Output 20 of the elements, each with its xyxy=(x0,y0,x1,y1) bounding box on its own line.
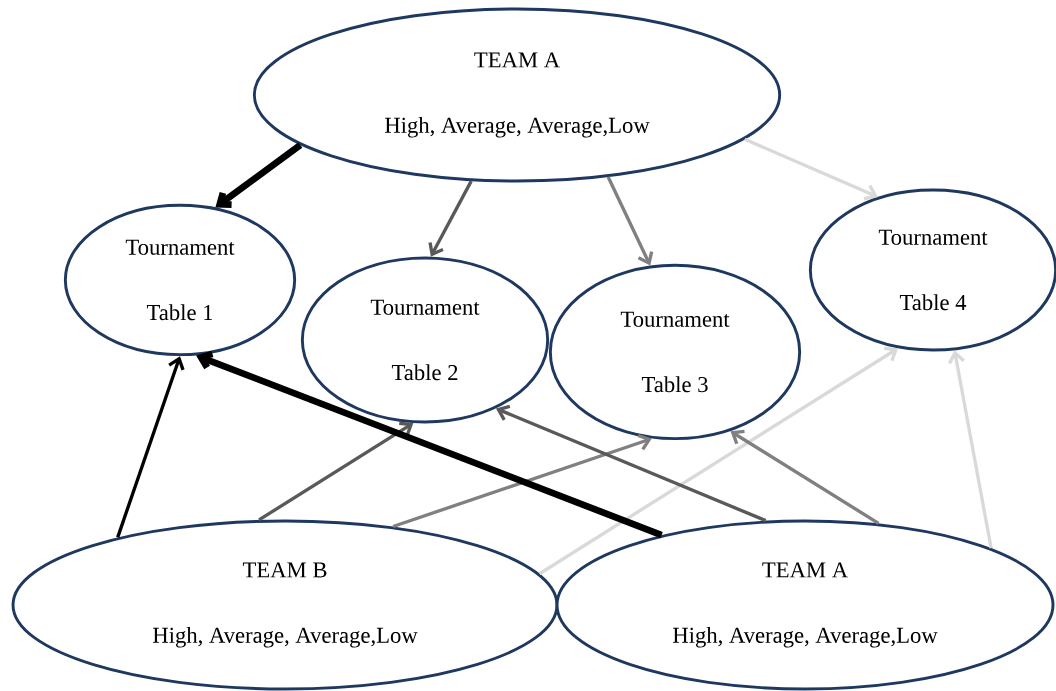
arrow xyxy=(744,137,878,201)
arrow xyxy=(392,433,652,529)
arrow xyxy=(948,350,993,549)
arrow xyxy=(196,350,663,539)
arrow xyxy=(116,356,185,538)
arrow xyxy=(258,421,414,522)
arrow xyxy=(730,429,880,525)
ellipse-node: Tournament Table 1 xyxy=(63,203,297,357)
arrow xyxy=(428,180,473,257)
arrow xyxy=(538,346,899,576)
ellipse-node: Tournament Table 2 xyxy=(300,256,550,424)
ellipse-node: TEAM A High, Average, Average,Low xyxy=(555,519,1055,691)
arrow xyxy=(606,176,654,266)
node-label: High, Average, Average,Low xyxy=(672,626,938,648)
arrow xyxy=(495,404,767,523)
ellipse-node: TEAM B High, Average, Average,Low xyxy=(11,519,559,691)
ellipse-node: TEAM A High, Average, Average,Low xyxy=(252,7,782,183)
arrow xyxy=(215,142,303,208)
ellipse-node: Tournament Table 3 xyxy=(548,263,802,441)
node-label: TEAM A xyxy=(762,562,848,578)
